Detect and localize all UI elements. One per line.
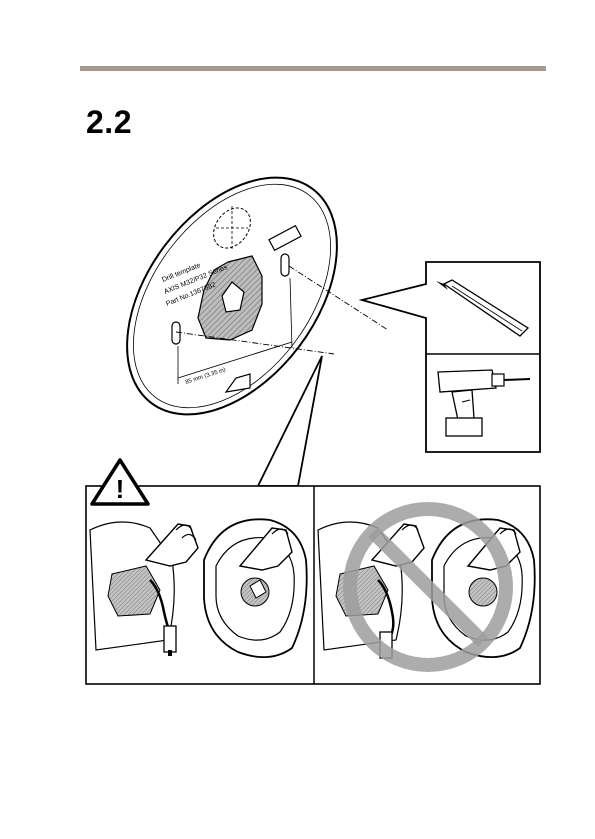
warning-triangle-icon: ! [92, 460, 148, 504]
warning-symbol: ! [116, 474, 125, 504]
